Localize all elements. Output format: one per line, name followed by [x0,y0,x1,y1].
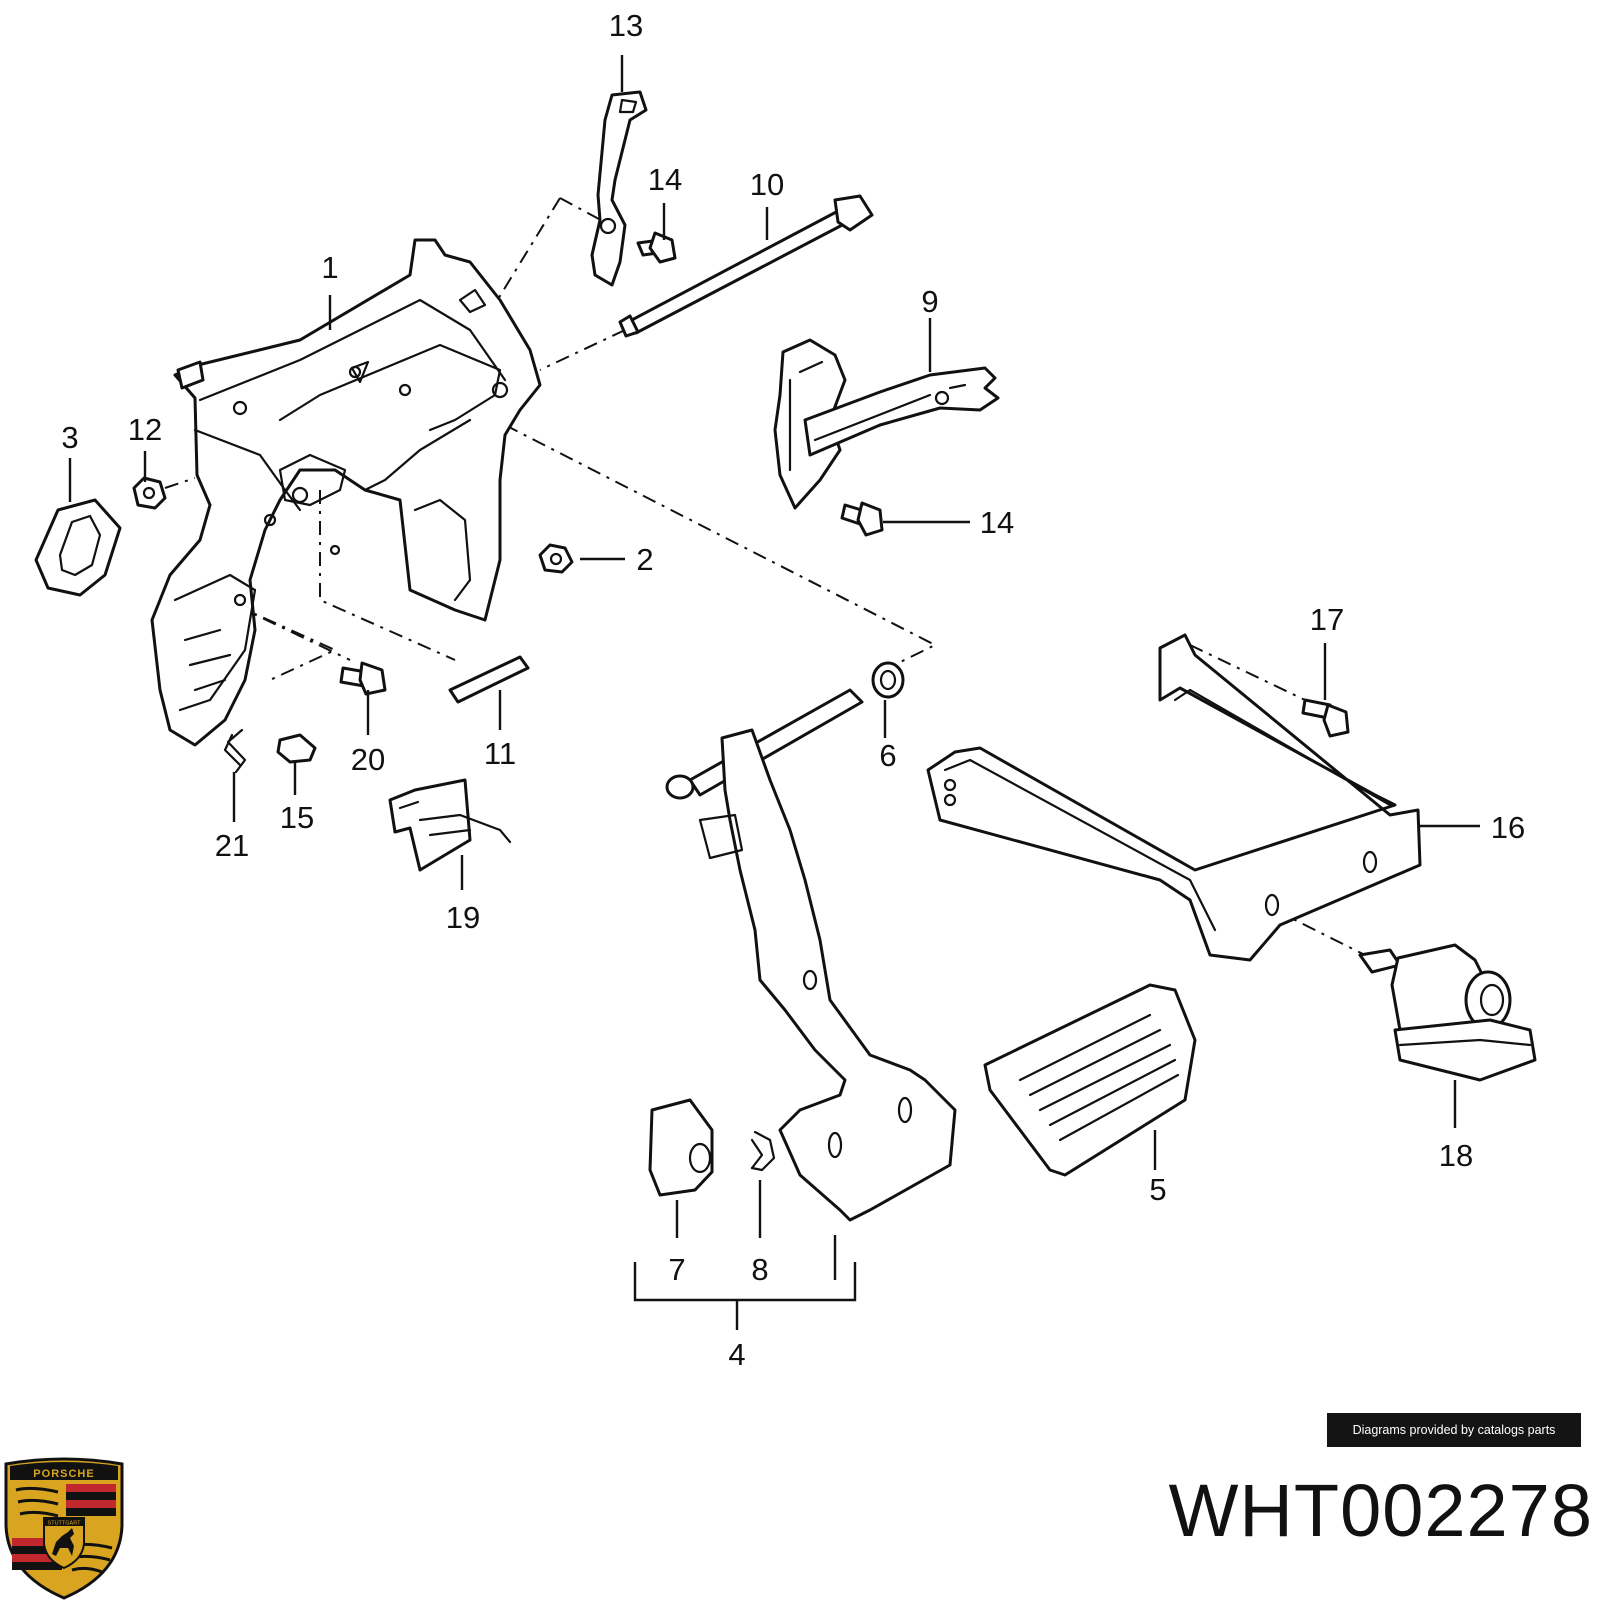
gasket-part-3 [34,498,122,597]
bracket-part-16 [926,633,1422,962]
callout-9: 9 [921,284,938,319]
diagram-credit-banner: Diagrams provided by catalogs parts [1327,1413,1581,1447]
callout-13: 13 [609,8,643,43]
svg-text:PORSCHE: PORSCHE [33,1468,94,1480]
callout-11: 11 [484,736,516,771]
strap-part-13 [590,90,648,287]
callout-15: 15 [280,800,314,835]
callout-20: 20 [351,742,385,777]
clip-part-21 [223,728,247,774]
rod-part-10 [618,194,874,338]
callout-18: 18 [1439,1138,1473,1173]
bushing-part-6 [871,661,905,699]
callout-10: 10 [750,167,784,202]
bolt-part-20 [339,661,387,696]
lever-bracket-part-9 [773,338,1000,510]
porsche-crest-logo: PORSCHE STUTTGART [4,1457,124,1600]
callout-5: 5 [1149,1172,1166,1207]
part-number-label: WHT002278 [1168,1469,1593,1552]
guide-part-7 [648,1098,714,1197]
callout-21: 21 [215,828,249,863]
pedal-arm-part-4 [665,688,957,1222]
bolt-part-14-lower [840,501,884,537]
callout-2: 2 [636,542,653,577]
callout-4: 4 [728,1337,745,1372]
callout-14-lower: 14 [980,505,1014,540]
callout-6: 6 [879,738,896,773]
callout-3: 3 [61,420,78,455]
callout-14-upper: 14 [648,162,682,197]
callout-16: 16 [1491,810,1525,845]
clip-part-8 [750,1130,776,1172]
switch-part-15 [276,733,317,764]
callout-12: 12 [128,412,162,447]
bolt-part-17 [1301,698,1350,738]
callout-7: 7 [668,1252,685,1287]
leader-lines [68,55,1480,1330]
callout-17: 17 [1310,602,1344,637]
connector-part-19 [388,778,512,872]
switch-part-18 [1358,943,1537,1082]
nut-part-2 [538,543,574,574]
bolt-part-14-upper [636,231,677,264]
nut-part-12 [132,476,167,510]
pin-part-11 [448,655,530,704]
pedal-pad-part-5 [983,983,1197,1177]
callout-19: 19 [446,900,480,935]
pedal-bracket-part-1 [150,238,542,747]
callout-8: 8 [751,1252,768,1287]
callout-1: 1 [321,250,338,285]
callout-labels: 1 2 3 4 5 6 7 8 9 10 11 12 13 14 14 15 1… [61,8,1525,1372]
svg-text:STUTTGART: STUTTGART [48,1521,82,1527]
